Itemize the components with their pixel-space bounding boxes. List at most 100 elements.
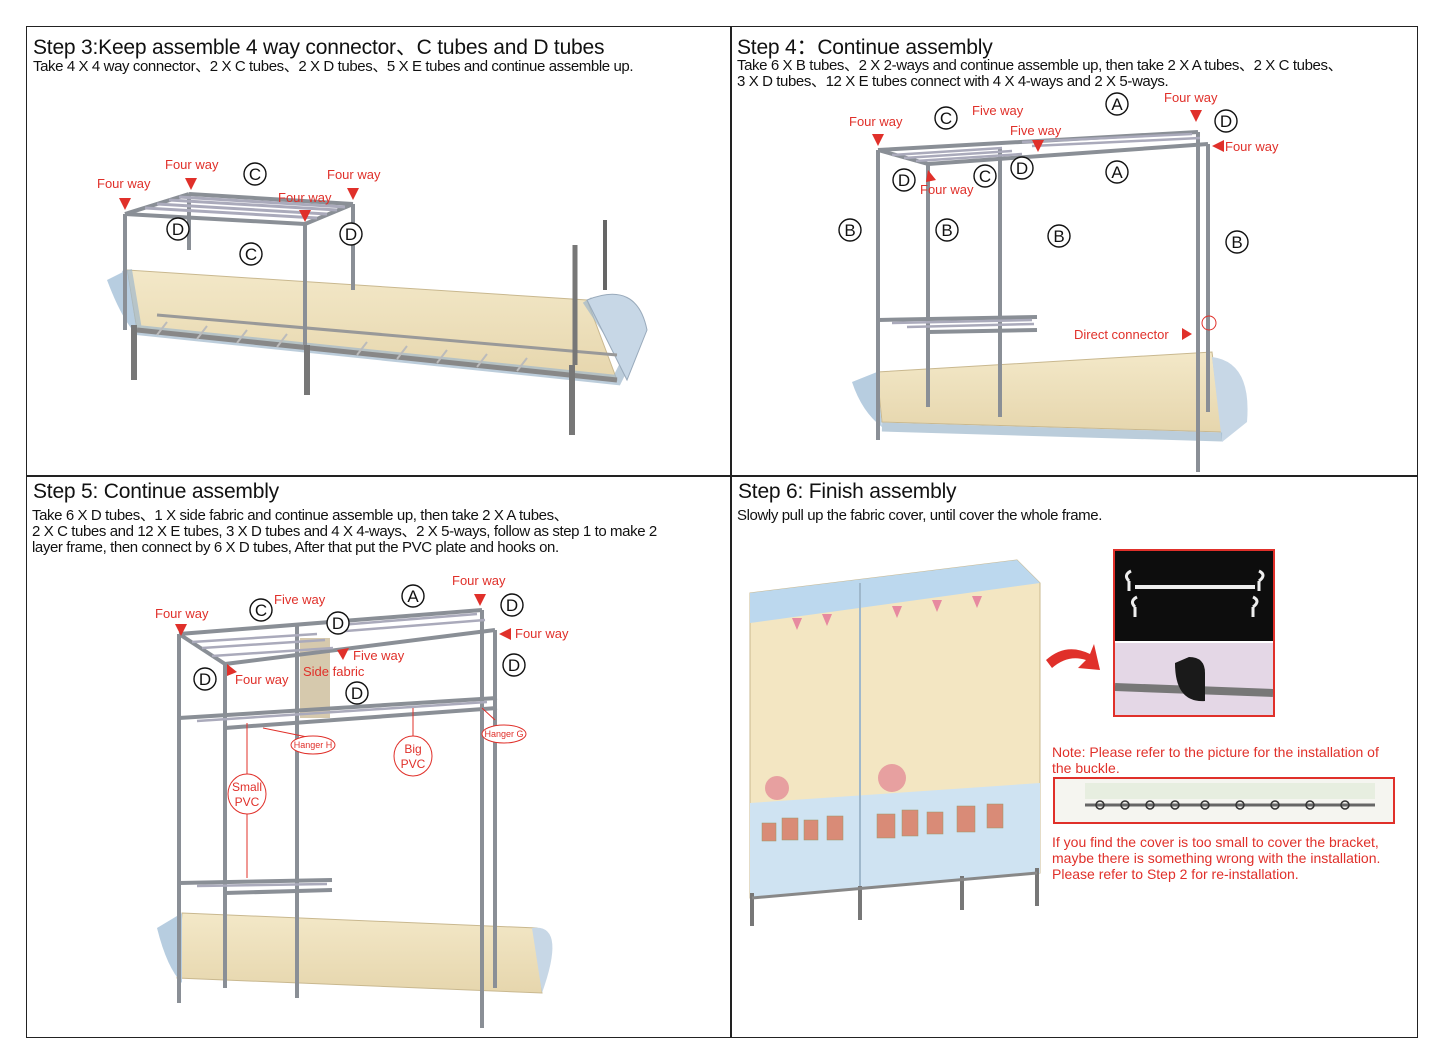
step3-label-four-way-2: Four way: [165, 157, 219, 172]
step4-label-four-way-4: Four way: [920, 182, 974, 197]
hook-bottom-image: [1115, 643, 1273, 715]
step4-arrow-4: [1212, 140, 1224, 152]
step6-note2-line2: maybe there is something wrong with the …: [1052, 850, 1381, 866]
step3-marker-c2: [239, 242, 263, 266]
step4-marker-b3: [1047, 224, 1071, 248]
step5-marker-c1: [249, 598, 273, 622]
step4-marker-c1: [934, 106, 958, 130]
step6-note1-line2: the buckle.: [1052, 760, 1120, 776]
step3-marker-c1: [243, 162, 267, 186]
step3-illustration: Four way Four way Four way Four way C C …: [97, 157, 648, 435]
step5-label-five-way-1: Five way: [274, 592, 326, 607]
step5-label-small-pvc: PVC: [235, 795, 260, 809]
step4-marker-c2: [973, 164, 997, 188]
step4-arrow-2: [1032, 140, 1044, 152]
step4-marker-d2-text: D: [1016, 159, 1028, 178]
step4-marker-d3: [1214, 109, 1238, 133]
step5-arrow-4: [337, 648, 349, 660]
step4-marker-a1: [1105, 92, 1129, 116]
step5-marker-d5-text: D: [351, 684, 363, 703]
step5-arrow-3: [499, 628, 511, 640]
step4-marker-c2-text: C: [979, 167, 991, 186]
step4-marker-b1: [838, 218, 862, 242]
step5-small-pvc-bubble: [227, 773, 267, 815]
hook-detail-panel: [1113, 549, 1275, 717]
step3-arrow-2: [185, 178, 197, 190]
step3-marker-c2-text: C: [245, 245, 257, 264]
step5-marker-d1-text: D: [332, 614, 344, 633]
step4-marker-a1-text: A: [1111, 95, 1123, 114]
step5-description-line1: Take 6 X D tubes、1 X side fabric and con…: [32, 507, 569, 524]
step5-label-four-way-1: Four way: [155, 606, 209, 621]
step3-marker-d2: [339, 222, 363, 246]
step5-title: Step 5: Continue assembly: [33, 480, 279, 503]
buckle-detail-image: [1053, 777, 1395, 824]
curved-arrow-icon: [1046, 644, 1100, 670]
step5-marker-d4-text: D: [199, 670, 211, 689]
step5-label-four-way-2: Four way: [452, 573, 506, 588]
step3-marker-d1: [166, 217, 190, 241]
step3-arrow-1: [119, 198, 131, 210]
step5-marker-a1: [401, 584, 425, 608]
step4-label-four-way-2: Four way: [1164, 92, 1218, 105]
step3-label-four-way-3: Four way: [327, 167, 381, 182]
step4-marker-d2: [1010, 156, 1034, 180]
step4-marker-b2: [935, 218, 959, 242]
step5-hanger-g-bubble: [481, 724, 527, 744]
step5-marker-d3: [502, 653, 526, 677]
step3-label-four-way-4: Four way: [278, 190, 332, 205]
step4-arrow-5: [926, 170, 936, 182]
step5-marker-a1-text: A: [407, 587, 419, 606]
step5-label-side-fabric: Side fabric: [303, 664, 365, 679]
step6-note2-line3: Please refer to Step 2 for re-installati…: [1052, 866, 1299, 882]
step4-marker-b3-text: B: [1053, 227, 1064, 246]
hook-top-image: [1115, 551, 1273, 641]
step3-label-four-way-1: Four way: [97, 176, 151, 191]
step4-description-line1: Take 6 X B tubes、2 X 2-ways and continue…: [737, 57, 1343, 74]
step4-label-four-way-1: Four way: [849, 114, 903, 129]
step5-marker-d4: [193, 667, 217, 691]
step5-label-hanger-h: Hanger H: [294, 740, 333, 750]
step4-arrow-1: [872, 134, 884, 146]
step5-label-four-way-4: Four way: [235, 672, 289, 687]
step4-illustration: Four way Five way Five way Four way Four…: [838, 92, 1279, 472]
step5-description-line2: 2 X C tubes and 12 X E tubes, 3 X D tube…: [32, 523, 657, 540]
step4-marker-b2-text: B: [941, 221, 952, 240]
step4-label-five-way-2: Five way: [1010, 123, 1062, 138]
step5-label-four-way-3: Four way: [515, 626, 569, 641]
step3-arrow-3: [347, 188, 359, 200]
step4-arrow-3: [1190, 110, 1202, 122]
step5-arrow-2: [474, 594, 486, 606]
step4-label-direct-connector: Direct connector: [1074, 327, 1169, 342]
step6-note2-line1: If you find the cover is too small to co…: [1052, 834, 1379, 850]
step5-illustration: Four way Five way Four way Four way Five…: [155, 573, 569, 1028]
step6-wardrobe-illustration: [749, 559, 1041, 926]
step5-marker-d1: [326, 611, 350, 635]
step5-label-big-pvc: PVC: [401, 757, 426, 771]
step3-title: Step 3:Keep assemble 4 way connector、C t…: [33, 36, 605, 59]
step4-marker-a2-text: A: [1111, 163, 1123, 182]
step6-note1-line1: Note: Please refer to the picture for th…: [1052, 744, 1379, 760]
step6-title: Step 6: Finish assembly: [738, 480, 957, 503]
step3-marker-c1-text: C: [249, 165, 261, 184]
step5-arrow-1: [175, 624, 187, 636]
vertical-divider: [730, 26, 732, 1038]
step4-marker-b1-text: B: [844, 221, 855, 240]
step4-direct-connector-marker: [1201, 315, 1217, 331]
step3-arrow-4: [299, 210, 311, 222]
step5-label-big: Big: [404, 742, 421, 756]
step5-description-line3: layer frame, then connect by 6 X D tubes…: [32, 539, 559, 556]
step4-marker-b4-text: B: [1231, 233, 1242, 252]
step5-label-five-way-2: Five way: [353, 648, 405, 663]
step3-marker-d1-text: D: [172, 220, 184, 239]
step5-marker-d3-text: D: [508, 656, 520, 675]
horizontal-divider: [26, 475, 1418, 477]
step5-marker-d2-text: D: [506, 596, 518, 615]
step4-description-line2: 3 X D tubes、12 X E tubes connect with 4 …: [737, 73, 1169, 90]
step5-label-hanger-g: Hanger G: [484, 729, 523, 739]
step5-big-pvc-bubble: [393, 735, 433, 777]
step5-marker-c1-text: C: [255, 601, 267, 620]
step4-marker-c1-text: C: [940, 109, 952, 128]
step4-title: Step 4：Continue assembly: [737, 36, 993, 59]
step5-marker-d2: [500, 593, 524, 617]
